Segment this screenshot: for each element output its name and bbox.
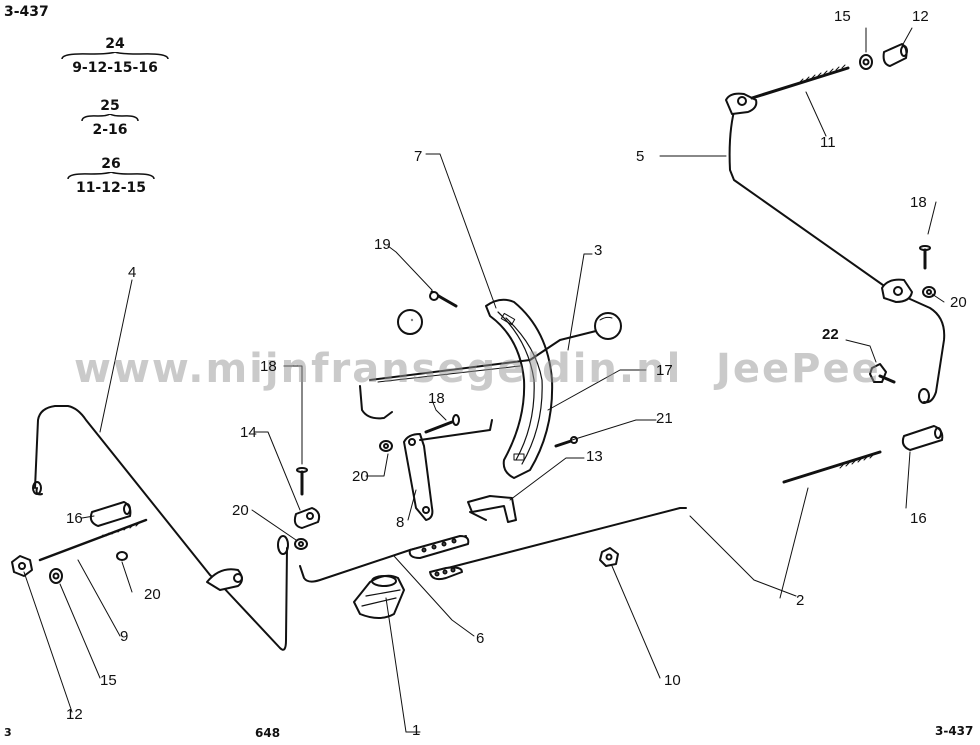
- clevis-part-12-top: [882, 43, 908, 67]
- washer-part-20-left: [116, 551, 128, 561]
- callout-21: 21: [656, 410, 673, 427]
- grouping-24: 24 9-12-15-16: [60, 36, 170, 76]
- rod-part-5: [725, 92, 946, 404]
- callout-1: 1: [412, 722, 421, 739]
- washer-part-20-right: [922, 286, 936, 298]
- shift-knob-final: [594, 312, 622, 340]
- screw-part-19: [429, 290, 458, 308]
- bolt-part-12-left: [11, 555, 33, 577]
- bolt-part-22: [869, 363, 896, 384]
- callout-20-left-top: 20: [232, 502, 249, 519]
- callout-15-bottom: 15: [100, 672, 117, 689]
- top-left-code: 3-437: [4, 4, 49, 20]
- threaded-rod-part-9: [38, 518, 148, 562]
- shift-lever-part-3: [359, 309, 601, 420]
- callout-4: 4: [128, 264, 137, 281]
- grouping-assembly-number: 25: [100, 98, 120, 114]
- page-number: 648: [255, 726, 281, 740]
- callout-18-left: 18: [260, 358, 277, 375]
- callout-20-right: 20: [950, 294, 967, 311]
- threaded-rod-part-11: [750, 64, 850, 100]
- washer-part-20-mid: [294, 538, 308, 550]
- callout-20-left-bottom: 20: [144, 586, 161, 603]
- callout-18-right: 18: [910, 194, 927, 211]
- callout-2: 2: [796, 592, 805, 609]
- watermark-brand: JeePee: [716, 346, 881, 392]
- callout-22: 22: [822, 326, 839, 343]
- callout-8: 8: [396, 514, 405, 531]
- boot-part-1: [353, 574, 405, 619]
- callout-19: 19: [374, 236, 391, 253]
- callout-12-top: 12: [912, 8, 929, 25]
- bracket-part-13: [467, 495, 517, 523]
- lever-part-8: [403, 419, 493, 521]
- clevis-part-16-left: [89, 501, 132, 527]
- callout-16-right: 16: [910, 510, 927, 527]
- grouping-26: 26 11-12-15: [66, 156, 156, 196]
- callout-10: 10: [664, 672, 681, 689]
- nut-part-15-top: [859, 54, 873, 70]
- callout-7: 7: [414, 148, 423, 165]
- callout-18-mid: 18: [428, 390, 445, 407]
- screw-part-21: [554, 436, 578, 448]
- grouping-parts: 2-16: [92, 122, 128, 138]
- callout-9: 9: [120, 628, 129, 645]
- grouping-parts: 9-12-15-16: [72, 60, 158, 76]
- callout-6: 6: [476, 630, 485, 647]
- callout-16-left: 16: [66, 510, 83, 527]
- rod-part-4: [32, 405, 289, 651]
- callout-11: 11: [820, 134, 836, 151]
- threaded-rod-part-2: [782, 450, 882, 484]
- callout-12-bottom: 12: [66, 706, 83, 723]
- nut-part-10: [599, 547, 619, 567]
- washer-part-20-lever: [379, 440, 393, 452]
- clevis-part-16-right: [901, 425, 944, 451]
- callout-17: 17: [656, 362, 673, 379]
- brace-icon: [67, 172, 155, 180]
- clip-part-14: [293, 507, 321, 529]
- callout-14: 14: [240, 424, 257, 441]
- callout-20-mid: 20: [352, 468, 369, 485]
- grouping-25: 25 2-16: [80, 98, 140, 138]
- nut-part-15-left: [49, 568, 63, 584]
- rod-part-6: [299, 535, 470, 583]
- watermark-site: www.mijnfransegeldin.nl: [74, 346, 683, 392]
- screw-part-18-right: [919, 245, 931, 270]
- screw-part-18-mid: [296, 467, 308, 496]
- bottom-left-code: 3: [4, 726, 12, 739]
- brace-icon: [61, 52, 169, 60]
- rod-part-2: [429, 507, 687, 581]
- grouping-assembly-number: 26: [101, 156, 121, 172]
- grouping-parts: 11-12-15: [75, 180, 147, 196]
- callout-15-top: 15: [834, 8, 851, 25]
- callout-13: 13: [586, 448, 603, 465]
- callout-3: 3: [594, 242, 603, 259]
- gate-plate-part-17: [485, 298, 554, 479]
- leader-lines: [23, 27, 945, 733]
- grouping-assembly-number: 24: [105, 36, 125, 52]
- callout-5: 5: [636, 148, 645, 165]
- screw-part-18-lever: [424, 414, 460, 434]
- brace-icon: [81, 114, 139, 122]
- bottom-right-code: 3-437: [935, 724, 974, 738]
